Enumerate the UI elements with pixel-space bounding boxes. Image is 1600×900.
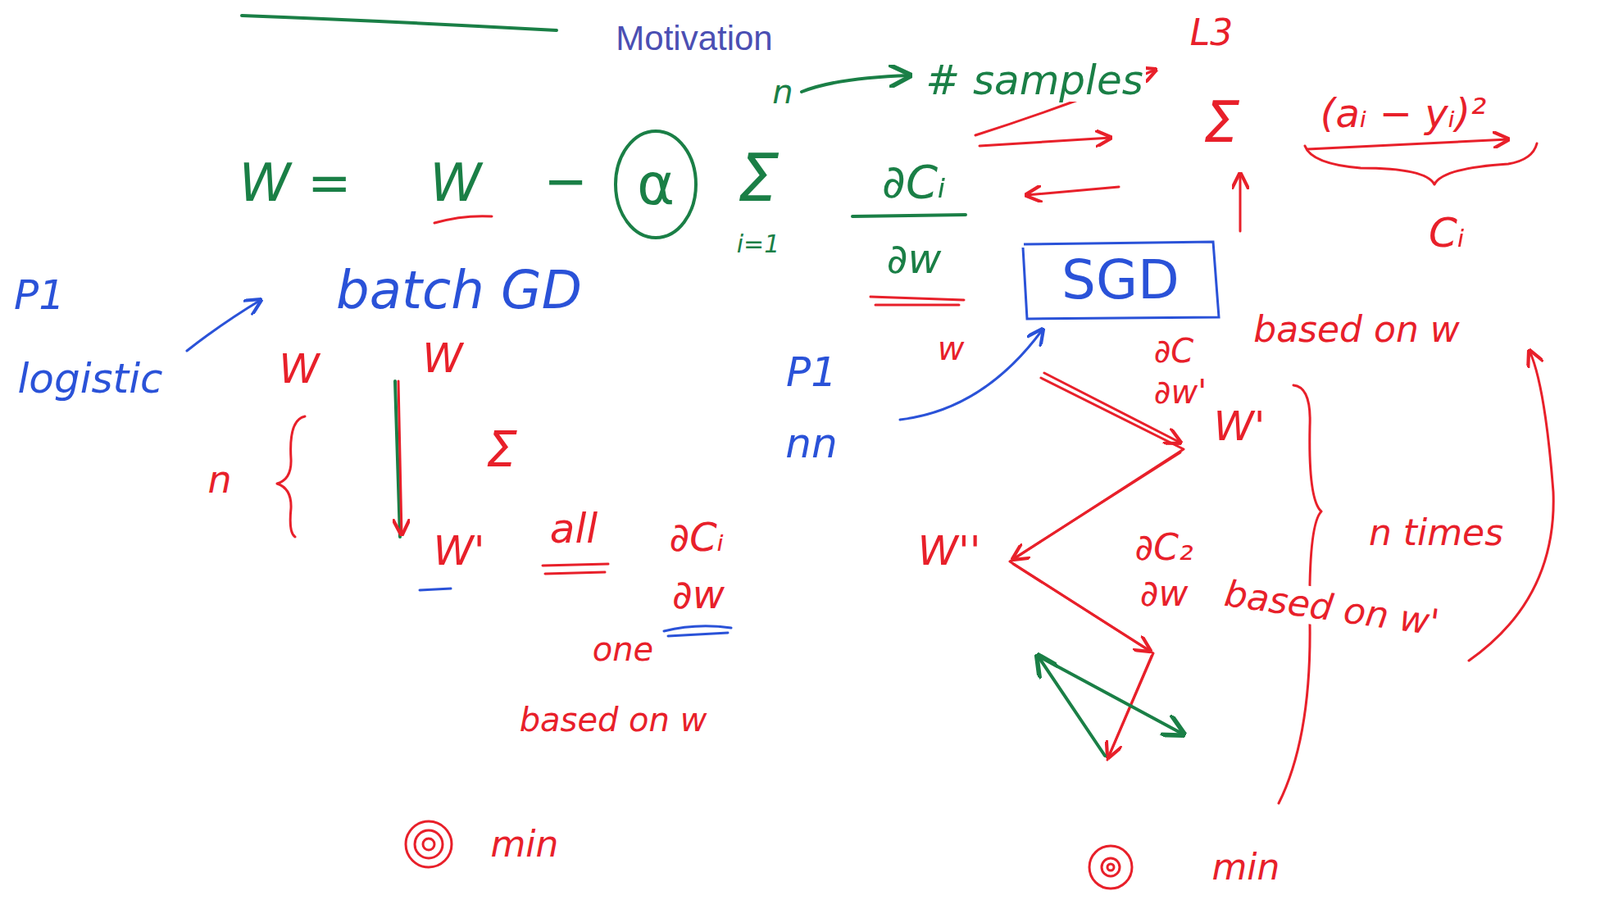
handwritten-label: batch GD — [333, 263, 585, 319]
box-outline — [1022, 241, 1219, 319]
handwritten-label: Σ — [735, 144, 782, 214]
handwritten-label: logistic — [14, 357, 165, 401]
handwritten-label: # samples — [922, 59, 1146, 103]
arrow — [801, 75, 910, 92]
handwritten-label: W — [419, 336, 465, 381]
circled-symbol: α — [612, 127, 700, 241]
min-symbol — [414, 830, 443, 859]
handwritten-label: P1 — [783, 350, 840, 395]
handwritten-label: ∂w — [669, 573, 728, 615]
handwritten-label: i=1 — [734, 231, 783, 258]
min-symbol — [405, 821, 452, 868]
handwritten-label: W — [276, 347, 322, 391]
circle-outline — [615, 131, 696, 238]
handwritten-label: ∂Cᵢ — [879, 158, 949, 207]
handwritten-label: ∂w — [1137, 574, 1191, 613]
min-symbol — [1089, 845, 1132, 889]
handwritten-label: Cᵢ — [1426, 211, 1468, 255]
min-symbol — [422, 838, 435, 850]
handwritten-label: n — [204, 459, 234, 500]
method-box: SGD — [1020, 239, 1222, 322]
handwritten-label: w — [935, 331, 968, 366]
handwritten-label: W' — [1210, 404, 1268, 449]
min-symbol — [1107, 863, 1114, 871]
handwritten-label: W = — [236, 155, 354, 211]
handwritten-label: − — [540, 154, 591, 210]
arrow — [1026, 186, 1119, 196]
handwritten-label: P1 — [11, 273, 68, 318]
node-text: α — [636, 155, 675, 214]
underline — [663, 626, 732, 637]
min-symbol — [1101, 858, 1120, 877]
arrow — [1307, 139, 1509, 150]
handwritten-label: (aᵢ − yᵢ)² — [1318, 92, 1489, 134]
handwritten-label: Σ — [483, 423, 520, 476]
handwritten-label: n — [769, 74, 796, 110]
zigzag-path — [1009, 377, 1184, 760]
fraction-bar — [852, 214, 966, 217]
handwritten-label: based on w' — [1219, 573, 1444, 642]
brace — [277, 416, 305, 537]
handwritten-label: W — [427, 155, 484, 211]
arrow — [186, 300, 261, 351]
brace — [1304, 143, 1537, 185]
handwritten-label: ∂Cᵢ — [667, 516, 728, 558]
handwritten-label: based on w — [1250, 310, 1463, 349]
handwritten-label: n times — [1366, 513, 1506, 552]
handwritten-label: L3 — [1187, 13, 1237, 52]
step-arrow — [1037, 655, 1184, 735]
underline — [870, 296, 964, 305]
handwritten-label: all — [547, 507, 600, 551]
handwritten-label: Σ — [1200, 92, 1242, 154]
arrow — [1239, 173, 1242, 232]
handwritten-label: one — [590, 631, 656, 667]
step-arrow — [1013, 563, 1150, 651]
slide-title: Motivation — [615, 18, 773, 59]
underline — [434, 216, 492, 223]
step-arrow — [398, 381, 402, 535]
underline — [542, 563, 609, 574]
handwritten-label: W'' — [915, 529, 984, 573]
handwritten-label: based on w — [517, 702, 710, 737]
handwritten-label: min — [488, 825, 562, 864]
handwritten-label: ∂w — [884, 237, 945, 282]
step-arrow — [1037, 655, 1105, 756]
handwritten-label: ∂w' — [1151, 374, 1210, 410]
handwritten-label: ∂C — [1151, 333, 1197, 369]
rule-line — [241, 15, 557, 31]
loop-arrow — [1468, 350, 1554, 661]
arrow — [900, 329, 1043, 420]
node-text: SGD — [1061, 253, 1180, 308]
handwritten-label: ∂C₂ — [1131, 528, 1196, 567]
arrow — [979, 137, 1111, 146]
handwritten-label: nn — [782, 422, 840, 466]
handwritten-label: W' — [430, 529, 487, 573]
underline — [419, 588, 451, 591]
handwritten-label: min — [1209, 848, 1283, 887]
